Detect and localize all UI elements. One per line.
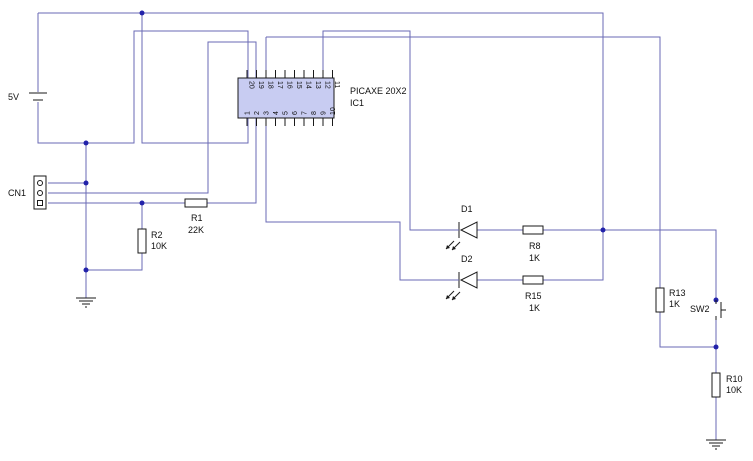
ic-pin-number: 5	[283, 111, 290, 115]
ic-pin-number: 3	[264, 111, 271, 115]
ic-pin-number: 17	[276, 81, 283, 89]
sw2-ref: SW2	[690, 304, 710, 314]
ic-pin-number: 13	[314, 81, 321, 89]
resistor-r8: R8 1K	[522, 225, 544, 263]
ic-pin-number: 6	[292, 111, 299, 115]
r2-ref: R2	[151, 230, 163, 240]
r13-ref: R13	[669, 288, 686, 298]
ic-pin-number: 9	[321, 111, 328, 115]
junction-dot	[83, 140, 89, 146]
connector-label: CN1	[8, 188, 26, 198]
ic-pin-number: 18	[267, 81, 274, 89]
junction-dot	[139, 10, 145, 16]
battery-label: 5V	[8, 92, 19, 102]
ground-symbol	[76, 297, 96, 308]
resistor-r13: R13 1K	[655, 287, 686, 313]
led-d1: D1	[445, 204, 478, 251]
ic-type-label: PICAXE 20X2	[350, 86, 407, 96]
ic-pin-number: 10	[330, 107, 337, 115]
r8-value: 1K	[529, 253, 540, 263]
junction-dot	[83, 180, 89, 186]
connector-cn1: CN1	[8, 175, 47, 210]
ic-pin-number: 14	[305, 81, 312, 89]
ic-pin-number: 2	[254, 111, 261, 115]
ground-symbol	[706, 439, 726, 450]
r1-value: 22K	[188, 225, 204, 235]
resistor-r1: R1 22K	[184, 198, 208, 235]
r2-value: 10K	[151, 241, 167, 251]
ic-pin-number: 7	[302, 111, 309, 115]
switch-sw2: SW2	[690, 300, 726, 320]
junctions	[83, 10, 719, 350]
r10-value: 10K	[726, 385, 742, 395]
ic-pin-number: 8	[311, 111, 318, 115]
ic-pin-number: 11	[333, 81, 340, 88]
r15-ref: R15	[525, 291, 542, 301]
junction-dot	[713, 344, 719, 350]
junction-dot	[600, 227, 606, 233]
junction-dot	[139, 200, 145, 206]
resistor-r2: R2 10K	[137, 228, 167, 254]
ic-pin-number: 1	[245, 111, 252, 115]
r13-value: 1K	[669, 299, 680, 309]
r10-ref: R10	[726, 374, 743, 384]
d1-ref: D1	[461, 204, 473, 214]
junction-dot	[83, 267, 89, 273]
ic-pin-number: 20	[248, 81, 255, 89]
ic-body	[237, 77, 335, 119]
r1-ref: R1	[191, 213, 203, 223]
led-d2: D2	[445, 254, 478, 301]
wires	[37, 12, 717, 440]
r15-value: 1K	[529, 303, 540, 313]
ic-pin-legs	[246, 70, 333, 126]
ic-ref-label: IC1	[350, 98, 364, 108]
ic-pin-number: 15	[295, 81, 302, 89]
resistor-r15: R15 1K	[522, 275, 544, 313]
ic-pin-number: 12	[324, 81, 331, 89]
r8-ref: R8	[529, 241, 541, 251]
battery-5v: 5V	[8, 92, 47, 102]
d2-ref: D2	[461, 254, 473, 264]
ic-pin-number: 4	[273, 111, 280, 115]
resistor-r10: R10 10K	[711, 372, 743, 398]
ic-pin-number: 16	[286, 81, 293, 89]
ic-pin-number: 19	[257, 81, 264, 89]
